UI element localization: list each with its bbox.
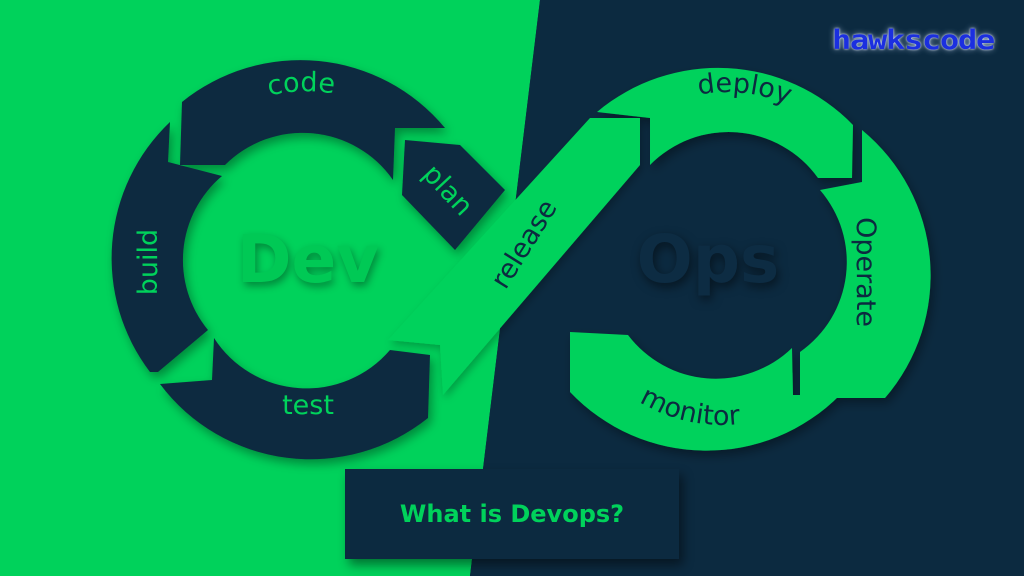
- dev-stage-test-segment: [160, 338, 430, 460]
- title-banner: What is Devops?: [345, 469, 679, 559]
- dev-center-label: Dev: [237, 221, 380, 298]
- brand-logo: hawkscode: [832, 25, 995, 56]
- dev-stage-plan-segment: [402, 140, 505, 250]
- ops-ring: [570, 67, 931, 451]
- dev-stage-build-segment: [111, 122, 222, 372]
- ops-stage-deploy-segment: [597, 67, 853, 178]
- ops-stage-operate-label: Operate: [850, 217, 881, 327]
- ops-stage-monitor-segment: [570, 332, 840, 451]
- dev-stage-code-segment: [180, 60, 445, 180]
- dev-ring: [111, 60, 505, 460]
- dev-stage-test-label: test: [282, 390, 334, 421]
- dev-stage-build-label: build: [133, 229, 164, 295]
- ops-center-label: Ops: [637, 221, 780, 298]
- dev-stage-code-label: code: [265, 67, 337, 102]
- ops-stage-operate-segment: [800, 130, 931, 398]
- title-text: What is Devops?: [399, 500, 625, 528]
- release-bridge-band: [388, 118, 640, 395]
